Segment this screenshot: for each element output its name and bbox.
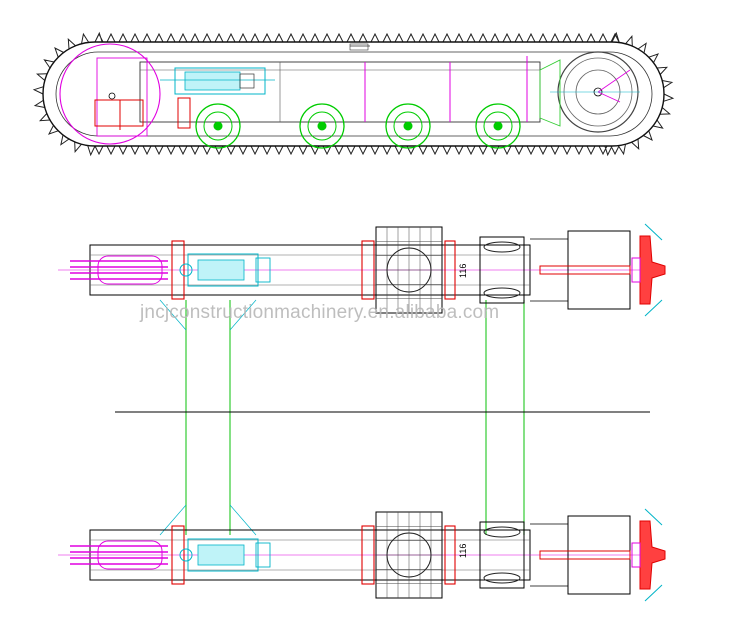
drive-sprocket-icon <box>539 51 640 133</box>
dimension-label-upper: 116 <box>458 264 468 278</box>
track-rollers <box>195 103 521 149</box>
watermark: jncjconstructionmachinery.en.alibaba.com <box>140 302 500 323</box>
drive-sprocket-icon <box>375 226 443 314</box>
track-loop-inner <box>55 51 653 137</box>
dimension-label-lower: 116 <box>458 544 468 558</box>
track-chain-teeth <box>32 31 675 157</box>
cross-frame <box>159 299 525 536</box>
idler-wheel-icon <box>59 43 161 145</box>
travel-motor-icon <box>530 515 631 595</box>
track-beam-lower <box>58 508 666 602</box>
tensioner-assembly <box>160 67 275 129</box>
track-roller-icon <box>195 103 241 149</box>
track-roller-icon <box>475 103 521 149</box>
track-roller-icon <box>479 521 525 589</box>
drive-sprocket-icon <box>375 511 443 599</box>
travel-motor-icon <box>530 230 631 310</box>
track-roller-icon <box>299 103 345 149</box>
plan-view: 116 116 <box>58 223 666 602</box>
track-loop-outer <box>42 41 665 147</box>
track-roller-icon <box>479 236 525 304</box>
track-roller-icon <box>385 103 431 149</box>
side-view <box>32 31 675 157</box>
track-beam-upper <box>58 223 666 317</box>
